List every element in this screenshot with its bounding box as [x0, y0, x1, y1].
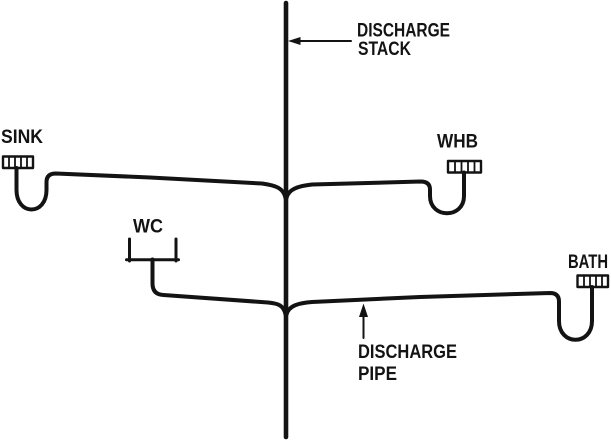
discharge-pipe-label-line1: DISCHARGE — [358, 342, 457, 363]
discharge-pipe-label-line2: PIPE — [358, 364, 397, 385]
discharge-pipe-arrowhead-icon — [359, 303, 368, 317]
sink-branch-pipe — [14, 166, 288, 212]
discharge-stack-arrowhead-icon — [288, 37, 301, 45]
whb-label: WHB — [437, 132, 478, 153]
wc-branch-pipe — [150, 257, 288, 317]
bath-branch-pipe — [284, 285, 594, 342]
wc-label: WC — [133, 217, 163, 238]
bath-label: BATH — [568, 252, 608, 273]
discharge-stack-label-line1: DISCHARGE — [357, 21, 450, 42]
whb-branch-pipe — [284, 170, 466, 216]
sink-label: SINK — [1, 127, 43, 148]
labels: SINK WHB WC BATH DISCHARGE STACK DISCHAR… — [1, 21, 608, 386]
discharge-stack-label-line2: STACK — [358, 39, 411, 60]
arrowheads — [288, 37, 368, 317]
